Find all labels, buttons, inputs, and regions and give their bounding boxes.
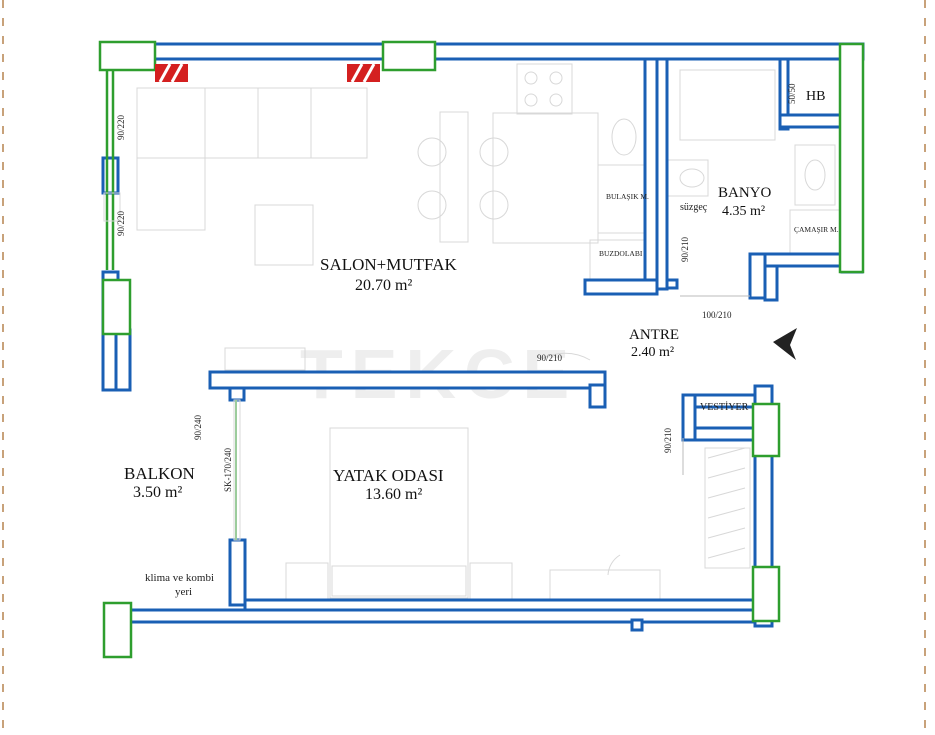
room-antre-name: ANTRE: [629, 327, 679, 343]
window-right-bed-1: [751, 402, 781, 458]
radiators: [155, 63, 380, 83]
label-vestiyer: VESTİYER: [700, 401, 749, 413]
room-banyo-area: 4.35 m²: [722, 204, 765, 219]
window-top-mid: [381, 40, 437, 72]
label-klima-line2: yeri: [175, 586, 192, 598]
label-hb: HB: [806, 89, 825, 104]
dim-win-left-top: 90/220: [116, 114, 126, 140]
label-buzdolabi: BUZDOLABI: [599, 249, 643, 258]
label-klima-line1: klima ve kombi: [145, 572, 214, 584]
room-yatak-area: 13.60 m²: [365, 486, 422, 503]
window-right: [838, 42, 865, 274]
label-camasir: ÇAMAŞIR M.: [794, 225, 839, 234]
label-suzgec: süzgeç: [680, 202, 708, 213]
room-yatak-name: YATAK ODASI: [333, 466, 444, 485]
room-banyo-name: BANYO: [718, 185, 772, 201]
dim-vestiyer-door: 90/210: [663, 427, 673, 453]
room-antre-area: 2.40 m²: [631, 345, 674, 360]
dim-balkon-door: 90/240: [193, 414, 203, 440]
dim-banyo-door: 90/210: [680, 236, 690, 262]
label-bulasik: BULAŞIK M.: [606, 192, 649, 201]
dim-entry-door: 100/210: [702, 310, 732, 320]
dim-sliding-door: SK-170/240: [223, 447, 233, 492]
room-salon-name: SALON+MUTFAK: [320, 255, 458, 274]
window-top-left: [98, 40, 157, 72]
dim-win-left-mid: 90/220: [116, 210, 126, 236]
furniture: [136, 63, 841, 603]
window-left-1: [101, 278, 132, 336]
window-bottom-left: [102, 601, 133, 659]
room-balkon-name: BALKON: [124, 464, 195, 483]
room-balkon-area: 3.50 m²: [133, 484, 182, 501]
windows: [98, 40, 865, 659]
dim-salon-door: 90/210: [537, 353, 563, 363]
room-salon-area: 20.70 m²: [355, 277, 412, 294]
entrance-arrow-icon: [773, 328, 797, 360]
dim-hb-window: 50/50: [787, 83, 797, 104]
window-right-bed-2: [751, 565, 781, 623]
